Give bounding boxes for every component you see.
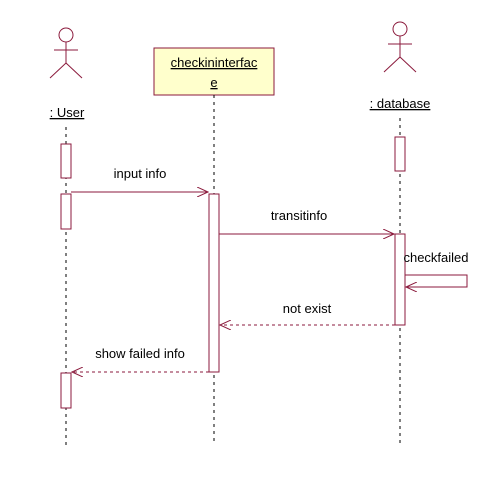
check-failed-label: checkfailed <box>403 250 468 265</box>
user-activation-bar <box>60 143 72 179</box>
user-activation-bar <box>60 193 72 230</box>
user-activation-bar <box>60 372 72 409</box>
database-activation-bar <box>394 136 406 172</box>
not-exist-label: not exist <box>283 301 332 316</box>
interface-activation-bar <box>208 193 220 373</box>
message-check-failed: checkfailed <box>403 250 469 287</box>
message-not-exist: not exist <box>220 301 395 325</box>
message-transit-info: transitinfo <box>219 208 394 234</box>
database-activation-bar <box>394 233 406 326</box>
database-label: : database <box>370 96 431 111</box>
message-show-failed-info: show failed info <box>72 346 209 372</box>
interface-label-line2: e <box>210 75 217 90</box>
user-label: : User <box>50 105 85 120</box>
user-stick-figure-icon <box>49 27 83 79</box>
database-stick-figure-icon <box>383 21 417 73</box>
input-info-label: input info <box>114 166 167 181</box>
check-failed-arrow <box>405 274 468 287</box>
user-actor: : User <box>49 27 85 445</box>
interface-label-line1: checkininterfac <box>171 55 258 70</box>
transit-info-label: transitinfo <box>271 208 327 223</box>
show-failed-info-label: show failed info <box>95 346 185 361</box>
message-input-info: input info <box>71 166 208 192</box>
